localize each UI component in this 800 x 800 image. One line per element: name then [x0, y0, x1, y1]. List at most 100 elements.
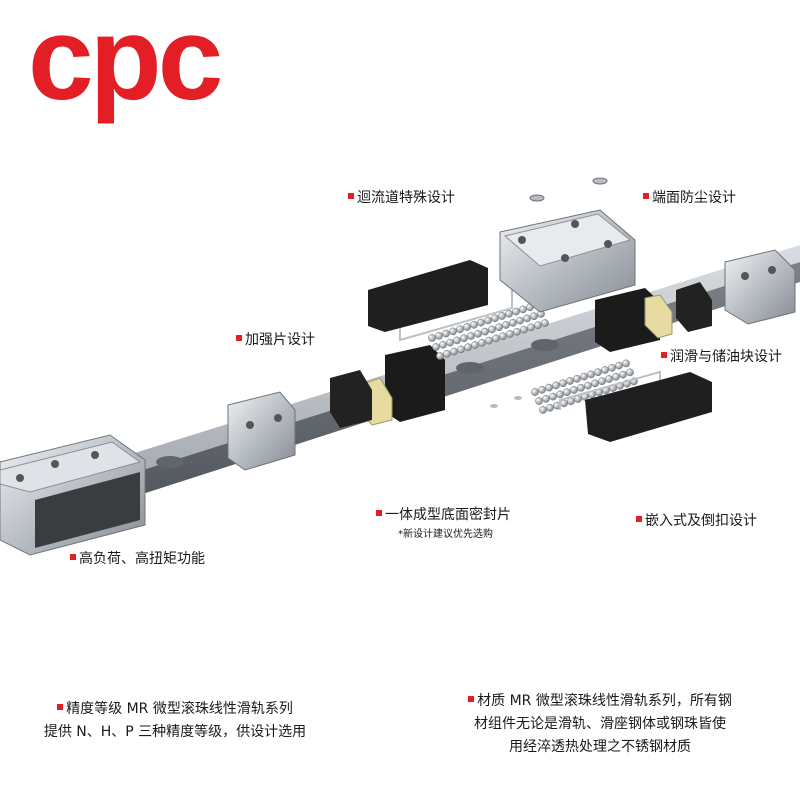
end-cap-middle [227, 391, 296, 471]
steel-ball [560, 399, 568, 408]
steel-ball [499, 332, 507, 341]
lube-block-center [330, 345, 445, 428]
red-square-icon [236, 335, 242, 341]
steel-ball [436, 352, 444, 360]
steel-balls-bottom [531, 359, 638, 414]
rail-hole [156, 456, 184, 468]
material-description: 材质 MR 微型滚珠线性滑轨系列，所有钢 材组件无论是滑轨、滑座钢体或钢珠皆使 … [440, 690, 760, 759]
steel-ball [556, 390, 564, 399]
callout-lube-block: 润滑与储油块设计 [661, 347, 782, 367]
steel-ball [513, 327, 521, 336]
cpc-logo: cpc [28, 0, 223, 125]
steel-ball [534, 321, 542, 330]
callout-recirculation: 迴流道特殊设计 [348, 188, 455, 208]
steel-ball [463, 323, 471, 331]
callout-text: 高负荷、高扭矩功能 [79, 551, 205, 567]
steel-ball [542, 394, 550, 403]
callout-embedded: 嵌入式及倒扣设计 [636, 511, 757, 531]
steel-ball [619, 370, 627, 379]
red-square-icon [57, 704, 64, 710]
red-square-icon [70, 554, 76, 560]
callout-reinforce-plate: 加强片设计 [236, 330, 315, 350]
steel-ball [570, 386, 578, 394]
steel-ball [559, 379, 567, 388]
steel-ball [495, 323, 503, 332]
bottom-seal-note: *新设计建议优先选购 [398, 529, 493, 540]
steel-ball [506, 330, 514, 338]
steel-ball [598, 377, 606, 386]
steel-ball [520, 325, 528, 334]
callout-end-dust: 端面防尘设计 [643, 188, 736, 208]
end-cap-right [724, 249, 796, 325]
steel-ball [484, 316, 492, 325]
reinforce-plate [368, 260, 513, 342]
steel-ball [612, 372, 620, 381]
steel-ball [546, 403, 554, 412]
steel-ball [443, 349, 451, 358]
callout-text: 端面防尘设计 [652, 190, 736, 206]
steel-ball [470, 320, 478, 329]
steel-ball [446, 338, 454, 347]
steel-ball [491, 314, 499, 323]
steel-ball [428, 334, 436, 342]
precision-line-1: 精度等级 MR 微型滚珠线性滑轨系列 [66, 701, 293, 717]
steel-ball [605, 375, 613, 383]
callout-text: 润滑与储油块设计 [670, 349, 782, 365]
steel-ball [439, 340, 447, 349]
steel-ball [530, 312, 538, 321]
steel-ball [474, 329, 482, 338]
steel-ball [478, 338, 486, 347]
steel-ball [622, 359, 630, 368]
red-square-icon [468, 696, 475, 702]
steel-ball [594, 368, 602, 377]
steel-ball [457, 345, 465, 354]
steel-ball [541, 319, 549, 327]
material-line-3: 用经淬透热处理之不锈钢材质 [509, 739, 691, 755]
material-line-1: 材质 MR 微型滚珠线性滑轨系列，所有钢 [477, 693, 732, 709]
steel-ball [580, 372, 588, 381]
steel-ball [460, 334, 468, 343]
red-square-icon [643, 193, 649, 199]
steel-ball [516, 316, 524, 325]
callout-high-load: 高负荷、高扭矩功能 [70, 549, 205, 569]
red-square-icon [348, 193, 354, 199]
steel-ball [453, 336, 461, 345]
steel-ball [615, 361, 623, 370]
slider-block-left [0, 434, 146, 556]
steel-ball [584, 381, 592, 390]
steel-ball [552, 381, 560, 390]
steel-ball [626, 368, 634, 377]
steel-ball [527, 323, 535, 332]
steel-ball [471, 341, 479, 349]
steel-ball [531, 388, 539, 396]
steel-ball [505, 309, 513, 318]
steel-ball [456, 325, 464, 334]
steel-ball [519, 305, 527, 314]
steel-ball [492, 334, 500, 343]
bottom-seal [559, 370, 712, 442]
red-square-icon [636, 516, 642, 522]
callout-text: 迴流道特殊设计 [357, 190, 455, 206]
steel-ball [488, 325, 496, 334]
steel-ball [481, 327, 489, 336]
steel-ball [538, 385, 546, 394]
steel-ball [539, 406, 547, 414]
steel-ball [587, 370, 595, 379]
callout-bottom-seal: 一体成型底面密封片 [376, 505, 511, 525]
steel-ball [435, 331, 443, 340]
steel-ball [577, 383, 585, 392]
steel-ball [535, 397, 543, 405]
material-line-2: 材组件无论是滑轨、滑座钢体或钢珠皆使 [474, 716, 726, 732]
red-square-icon [661, 352, 667, 358]
precision-description: 精度等级 MR 微型滚珠线性滑轨系列 提供 N、H、P 三种精度等级，供设计选用 [20, 698, 330, 744]
callout-text: 加强片设计 [245, 332, 315, 348]
steel-ball [450, 347, 458, 356]
callout-text: 一体成型底面密封片 [385, 507, 511, 523]
steel-ball [591, 379, 599, 388]
steel-ball [601, 366, 609, 374]
steel-ball [498, 312, 506, 320]
steel-ball [512, 307, 520, 316]
steel-ball [573, 374, 581, 383]
steel-ball [567, 397, 575, 406]
